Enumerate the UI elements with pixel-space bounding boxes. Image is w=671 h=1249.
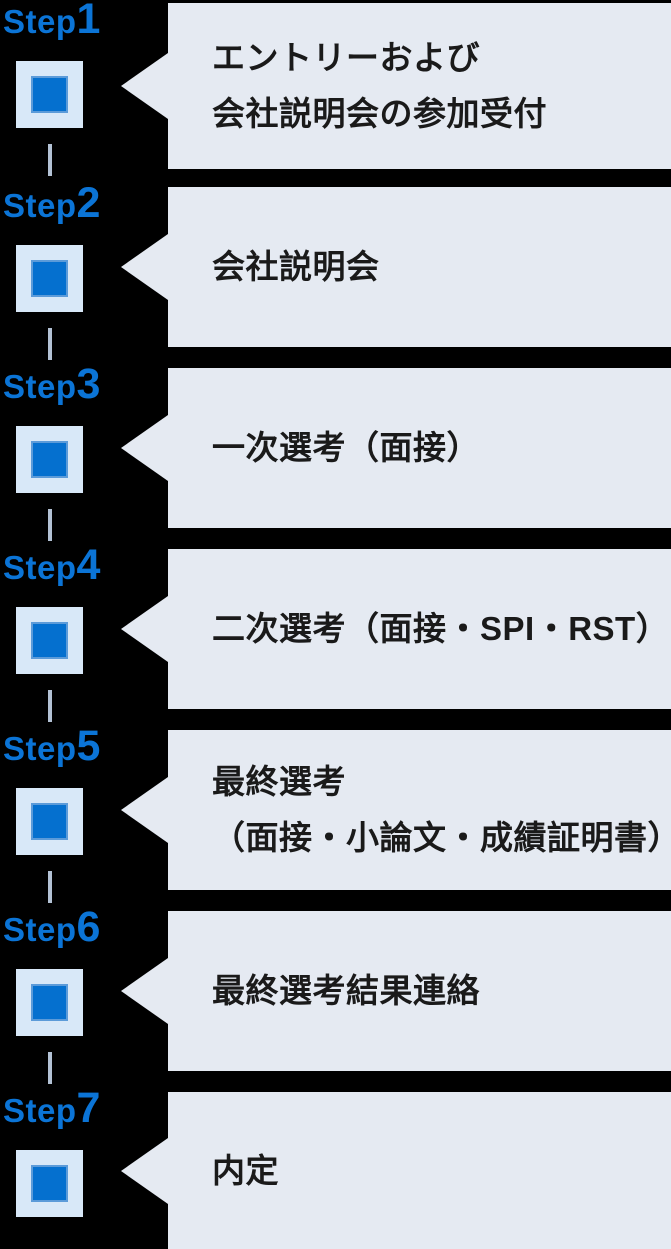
card-text-line: 会社説明会 [212, 248, 380, 285]
step-number: 2 [76, 179, 101, 227]
left-pointer-icon [121, 234, 168, 300]
step-row: Step2 会社説明会 [0, 182, 671, 360]
step-label: Step7 [3, 1087, 100, 1130]
step-row: Step5 最終選考 （面接・小論文・成績証明書） [0, 725, 671, 903]
step-number: 6 [76, 903, 101, 951]
card-text-line: 二次選考（面接・SPI・RST） [212, 610, 670, 647]
step-number: 5 [76, 722, 101, 770]
step-square-icon [31, 803, 68, 840]
step-number: 3 [76, 360, 101, 408]
left-pointer-icon [121, 596, 168, 662]
step-marker-box [16, 607, 83, 674]
step-marker-box [16, 426, 83, 493]
left-pointer-icon [121, 1137, 168, 1204]
connector-line [48, 328, 52, 360]
step-card: 最終選考 （面接・小論文・成績証明書） [121, 730, 671, 890]
step-label-prefix: Step [3, 1092, 77, 1129]
connector-line [48, 1052, 52, 1084]
step-label: Step3 [3, 363, 100, 406]
step-marker-box [16, 969, 83, 1036]
step-marker-box [16, 1150, 83, 1217]
card-text-line: 一次選考（面接） [212, 429, 480, 466]
connector-line [48, 509, 52, 541]
card-text: 一次選考（面接） [212, 420, 671, 476]
card-text: 最終選考 （面接・小論文・成績証明書） [212, 754, 671, 866]
step-number: 7 [76, 1084, 101, 1132]
step-label: Step4 [3, 544, 100, 587]
card-text: 会社説明会 [212, 239, 671, 295]
step-square-icon [31, 76, 68, 113]
step-square-icon [31, 622, 68, 659]
card-text: 内定 [212, 1143, 671, 1199]
step-square-icon [31, 260, 68, 297]
left-pointer-icon [121, 415, 168, 481]
card-text-line: 最終選考結果連絡 [212, 972, 480, 1009]
left-pointer-icon [121, 53, 168, 119]
step-square-icon [31, 1165, 68, 1202]
card-text-line: 会社説明会の参加受付 [212, 95, 547, 132]
card-text-line: エントリーおよび [212, 39, 480, 76]
step-number: 4 [76, 541, 101, 589]
step-label-prefix: Step [3, 3, 77, 40]
step-row: Step1 エントリーおよび会社説明会の参加受付 [0, 0, 671, 176]
step-square-icon [31, 441, 68, 478]
step-card: エントリーおよび会社説明会の参加受付 [121, 3, 671, 169]
left-pointer-icon [121, 777, 168, 843]
connector-line [48, 144, 52, 176]
card-text-line: （面接・小論文・成績証明書） [212, 819, 671, 856]
step-row: Step6 最終選考結果連絡 [0, 906, 671, 1084]
step-label: Step2 [3, 182, 100, 225]
step-card: 最終選考結果連絡 [121, 911, 671, 1071]
card-text-line: 内定 [212, 1151, 279, 1189]
step-label: Step6 [3, 906, 100, 949]
step-card: 二次選考（面接・SPI・RST） [121, 549, 671, 709]
step-label-prefix: Step [3, 368, 77, 405]
step-label-prefix: Step [3, 187, 77, 224]
step-label: Step1 [3, 0, 100, 41]
step-label-prefix: Step [3, 911, 77, 948]
card-text: 最終選考結果連絡 [212, 963, 671, 1019]
connector-line [48, 871, 52, 903]
step-label-prefix: Step [3, 549, 77, 586]
step-label: Step5 [3, 725, 100, 768]
step-card: 内定 [121, 1092, 671, 1249]
step-label-prefix: Step [3, 730, 77, 767]
step-row: Step4 二次選考（面接・SPI・RST） [0, 544, 671, 722]
step-row: Step3 一次選考（面接） [0, 363, 671, 541]
step-marker-box [16, 788, 83, 855]
step-row: Step7 内定 [0, 1087, 671, 1249]
connector-line [48, 690, 52, 722]
left-pointer-icon [121, 958, 168, 1024]
card-text: エントリーおよび会社説明会の参加受付 [212, 30, 671, 142]
card-text-line: 最終選考 [212, 763, 346, 800]
step-card: 一次選考（面接） [121, 368, 671, 528]
step-square-icon [31, 984, 68, 1021]
step-card: 会社説明会 [121, 187, 671, 347]
step-marker-box [16, 245, 83, 312]
card-text: 二次選考（面接・SPI・RST） [212, 601, 671, 657]
step-marker-box [16, 61, 83, 128]
step-number: 1 [76, 0, 101, 43]
